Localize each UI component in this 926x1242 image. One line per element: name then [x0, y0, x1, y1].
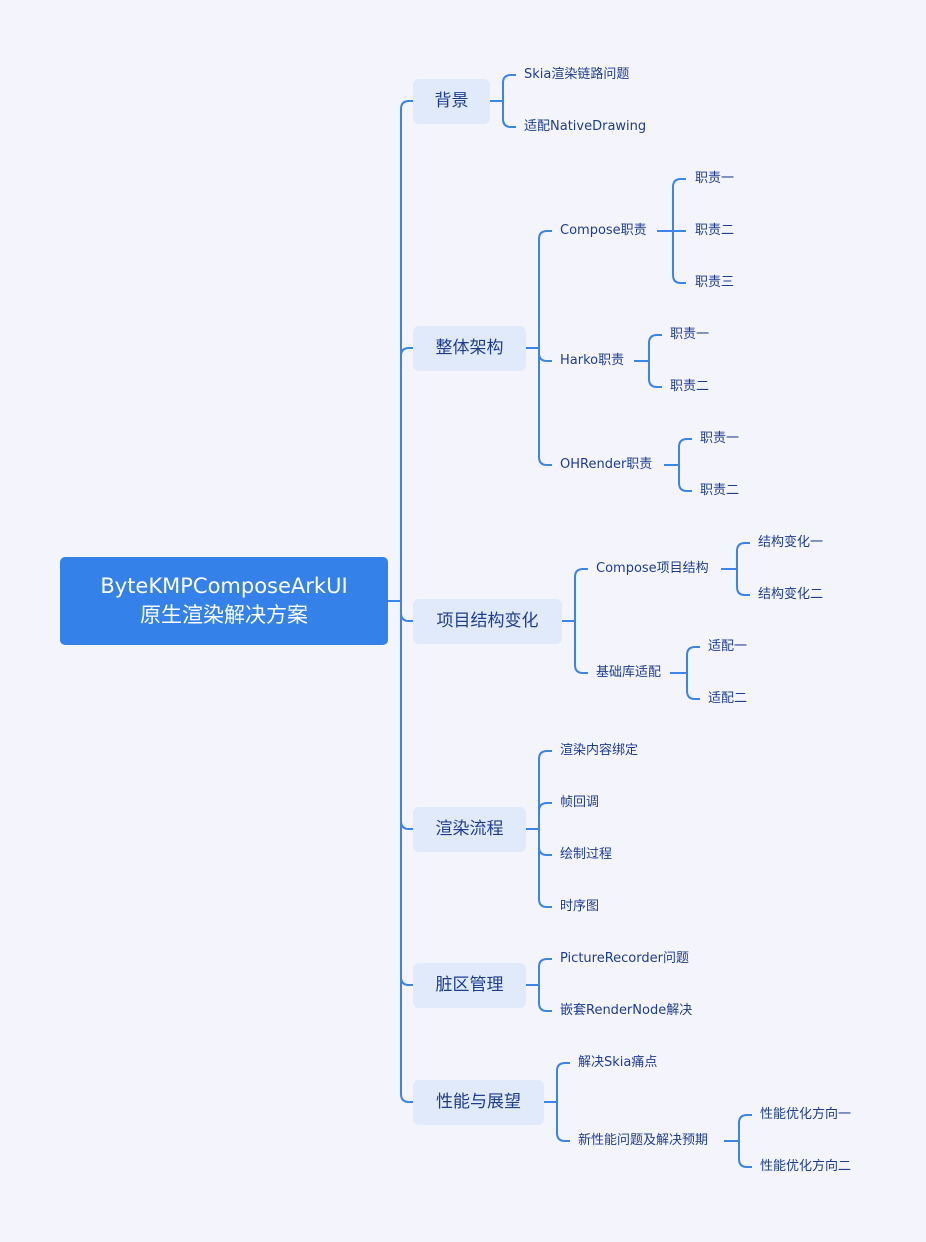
- leaf-adapt[interactable]: 适配二: [708, 691, 748, 706]
- leaf-perf-direction[interactable]: 性能优化方向一: [760, 1107, 852, 1122]
- branch-background[interactable]: 背景: [413, 79, 490, 124]
- node-compose-project-structure[interactable]: Compose项目结构: [596, 561, 709, 576]
- leaf-duty[interactable]: 职责二: [670, 379, 710, 394]
- node-compose-duty[interactable]: Compose职责: [560, 223, 647, 238]
- node-new-perf-issues[interactable]: 新性能问题及解决预期: [578, 1133, 709, 1148]
- connector: [721, 542, 750, 596]
- leaf-frame-callback[interactable]: 帧回调: [560, 795, 600, 810]
- leaf-structure-change[interactable]: 结构变化一: [758, 535, 824, 550]
- leaf-duty[interactable]: 职责一: [700, 431, 740, 446]
- leaf-solve-skia-pain[interactable]: 解决Skia痛点: [578, 1055, 658, 1070]
- leaf-adapt-nativedrawing[interactable]: 适配NativeDrawing: [524, 119, 647, 134]
- leaf-duty[interactable]: 职责三: [695, 275, 735, 290]
- leaf-render-binding[interactable]: 渲染内容绑定: [560, 743, 639, 758]
- connector: [526, 230, 552, 466]
- root-node[interactable]: ByteKMPComposeArkUI 原生渲染解决方案: [60, 557, 388, 645]
- connector: [490, 74, 516, 128]
- leaf-adapt[interactable]: 适配一: [708, 639, 748, 654]
- node-base-lib-adapt[interactable]: 基础库适配: [596, 665, 662, 680]
- leaf-perf-direction[interactable]: 性能优化方向二: [760, 1159, 852, 1174]
- connector: [664, 438, 692, 492]
- connector: [562, 568, 588, 674]
- root-title-line1: ByteKMPComposeArkUI: [100, 574, 348, 598]
- leaf-draw-process[interactable]: 绘制过程: [560, 847, 613, 862]
- connector: [544, 1062, 570, 1142]
- root-title-line2: 原生渲染解决方案: [140, 603, 308, 627]
- connector: [388, 100, 413, 1103]
- connector: [657, 178, 686, 284]
- leaf-duty[interactable]: 职责一: [695, 171, 735, 186]
- branch-performance-outlook[interactable]: 性能与展望: [413, 1080, 544, 1125]
- leaf-picturerecorder-issue[interactable]: PictureRecorder问题: [560, 951, 689, 966]
- connector: [670, 646, 700, 700]
- connector: [634, 334, 662, 388]
- leaf-duty[interactable]: 职责二: [700, 483, 740, 498]
- connector: [526, 958, 552, 1012]
- connector: [526, 750, 552, 908]
- node-harko-duty[interactable]: Harko职责: [560, 353, 625, 368]
- node-ohrender-duty[interactable]: OHRender职责: [560, 457, 653, 472]
- connector: [724, 1114, 752, 1168]
- branch-render-flow[interactable]: 渲染流程: [413, 807, 526, 852]
- leaf-skia-pipeline-issue[interactable]: Skia渲染链路问题: [524, 67, 630, 82]
- leaf-sequence-diagram[interactable]: 时序图: [560, 899, 600, 914]
- branch-project-structure[interactable]: 项目结构变化: [413, 599, 562, 644]
- branch-dirty-region[interactable]: 脏区管理: [413, 963, 526, 1008]
- leaf-duty[interactable]: 职责一: [670, 327, 710, 342]
- branch-architecture[interactable]: 整体架构: [413, 326, 526, 371]
- leaf-nested-rendernode[interactable]: 嵌套RenderNode解决: [560, 1003, 693, 1018]
- leaf-structure-change[interactable]: 结构变化二: [758, 587, 824, 602]
- leaf-duty[interactable]: 职责二: [695, 223, 735, 238]
